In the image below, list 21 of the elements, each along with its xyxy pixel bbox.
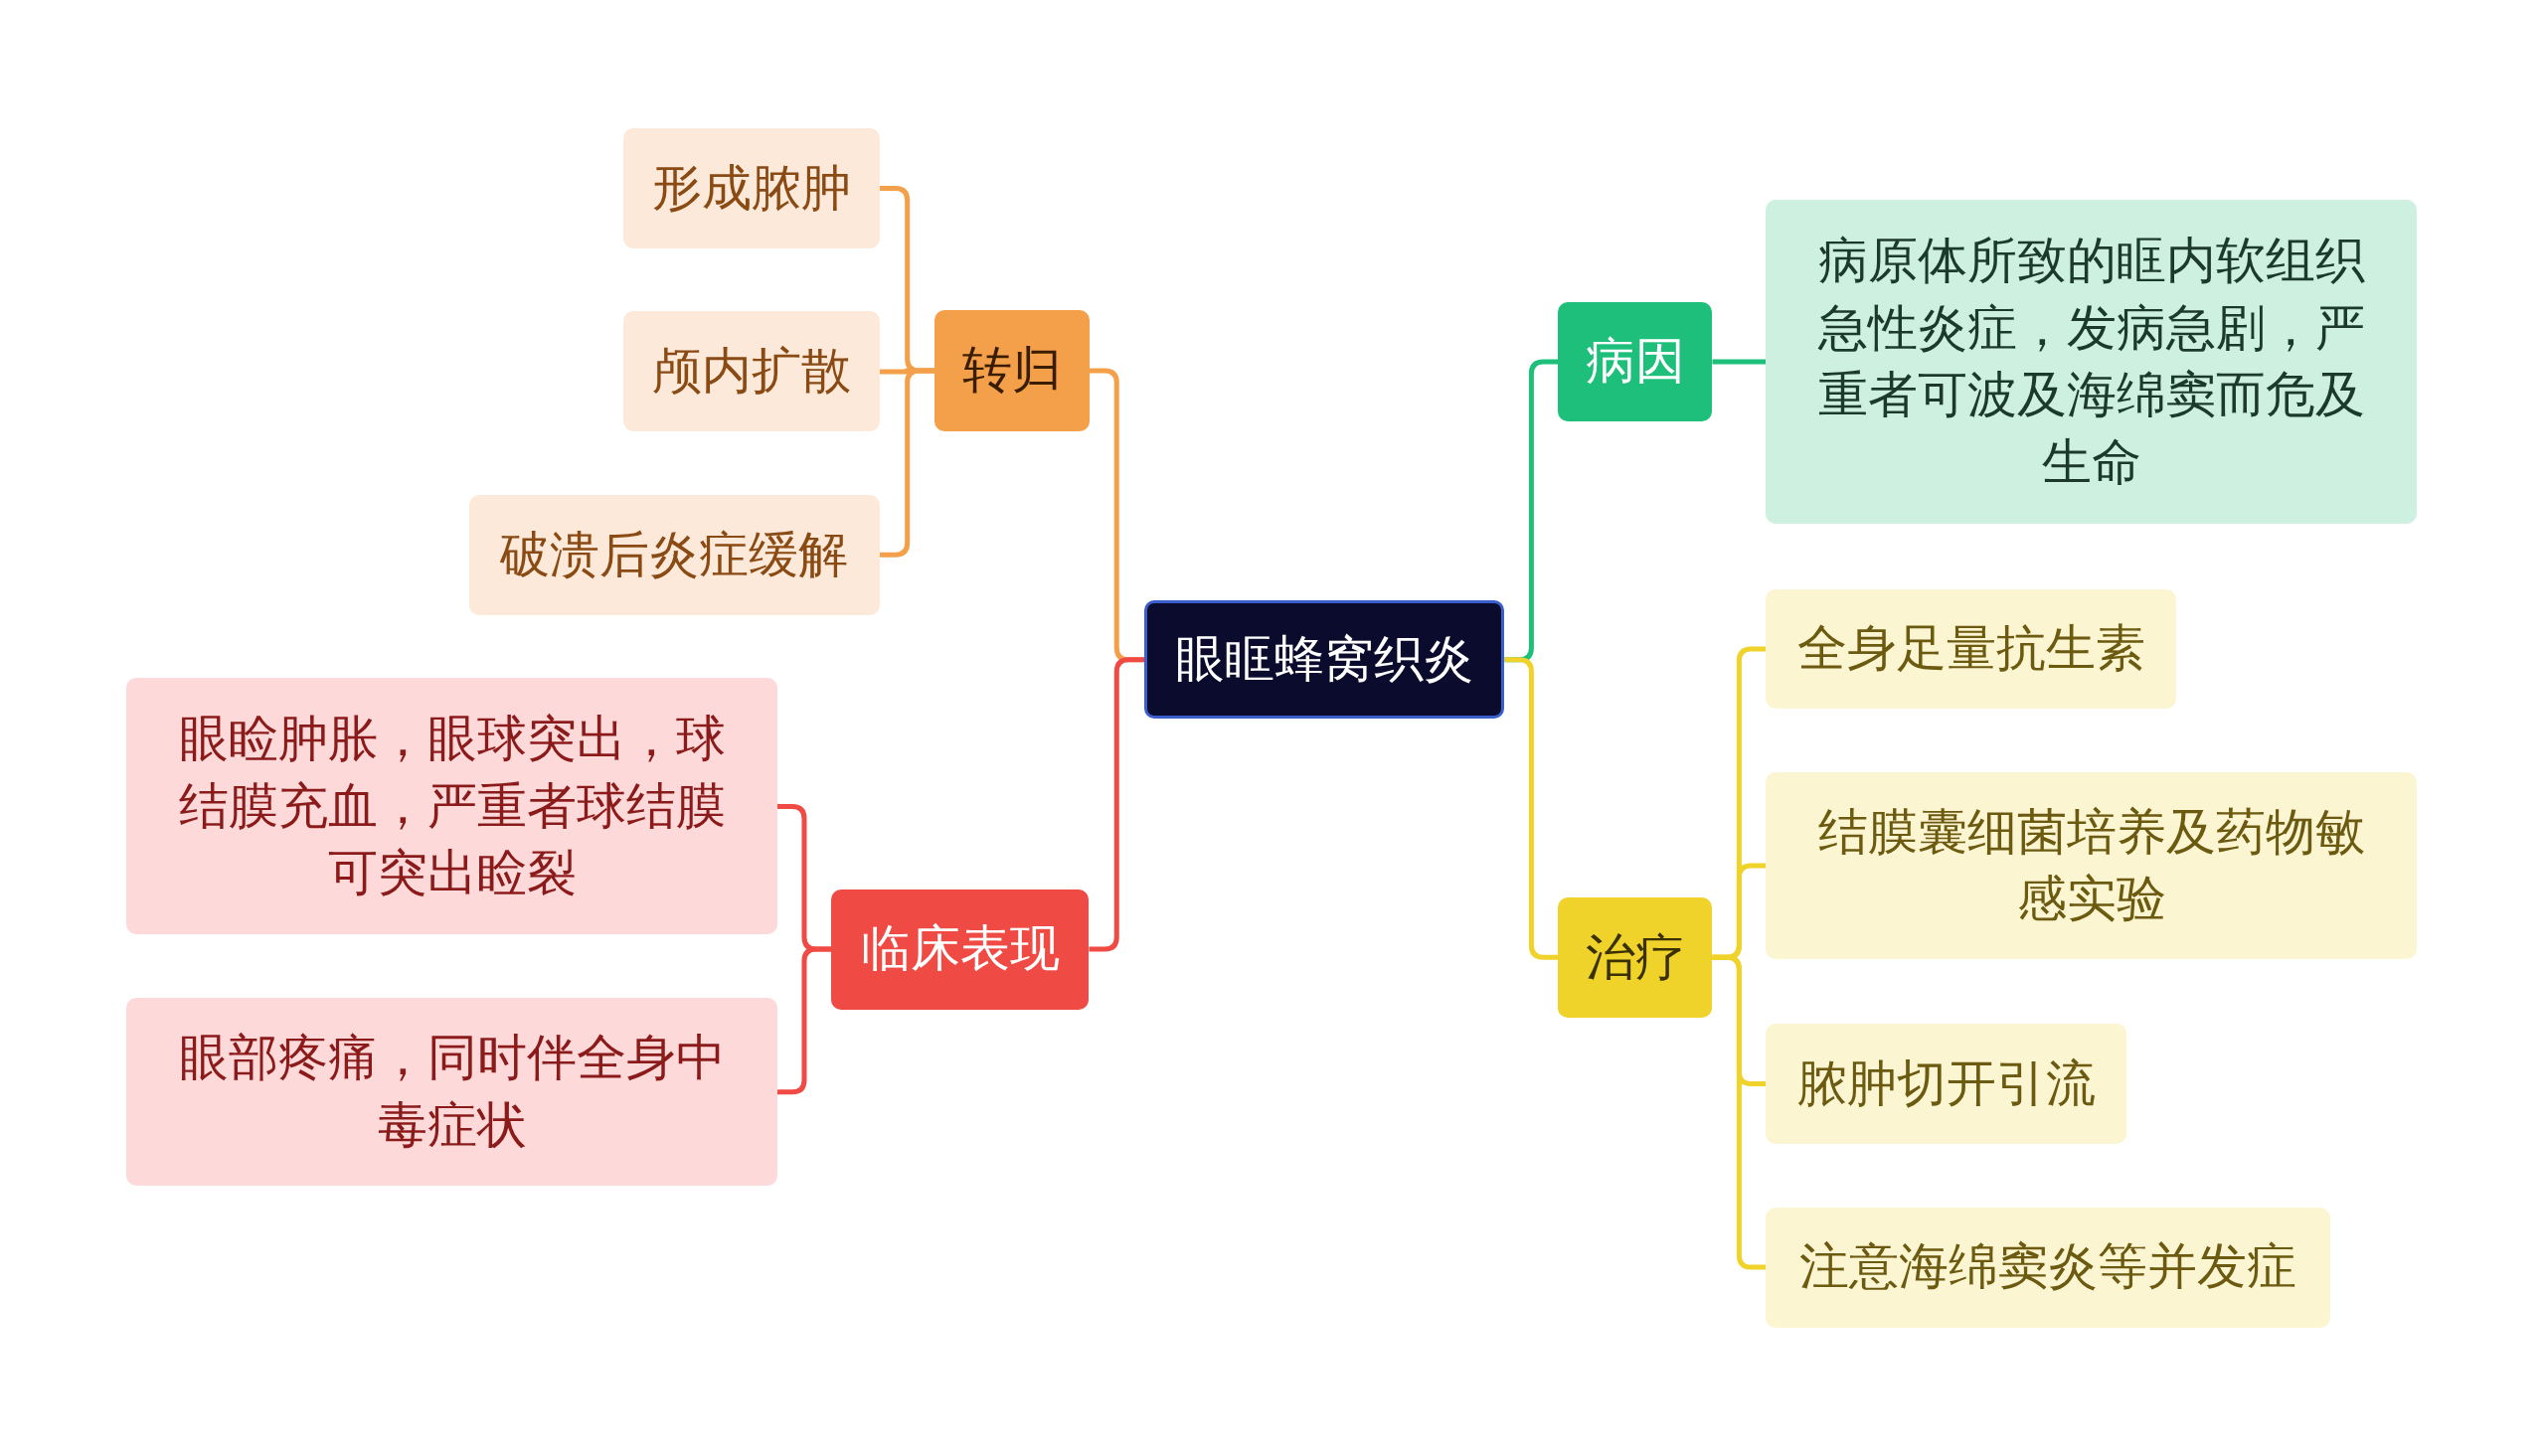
topic-box: 眼部疼痛，同时伴全身中毒症状 bbox=[126, 998, 778, 1187]
connector bbox=[1712, 954, 1767, 1270]
connector bbox=[777, 946, 831, 1095]
central-topic-box: 眼眶蜂窝织炎 bbox=[1144, 600, 1505, 720]
branch-box: 病因 bbox=[1558, 301, 1713, 422]
connector bbox=[1504, 657, 1559, 960]
connector bbox=[1089, 657, 1144, 952]
topic-box: 脓肿切开引流 bbox=[1766, 1024, 2126, 1144]
branch-box: 转归 bbox=[934, 309, 1090, 432]
topic-box: 眼睑肿胀，眼球突出，球结膜充血，严重者球结膜可突出睑裂 bbox=[126, 678, 778, 935]
topic-box: 注意海绵窦炎等并发症 bbox=[1766, 1207, 2331, 1328]
topic-box: 全身足量抗生素 bbox=[1766, 588, 2177, 710]
topic-box: 颅内扩散 bbox=[622, 311, 880, 432]
branch-box: 治疗 bbox=[1558, 896, 1713, 1018]
topic-box: 形成脓肿 bbox=[622, 127, 880, 248]
topic-box: 破溃后炎症缓解 bbox=[468, 494, 880, 615]
connector bbox=[879, 368, 935, 558]
topic-box: 结膜囊细菌培养及药物敏感实验 bbox=[1766, 772, 2417, 959]
connector bbox=[1712, 359, 1767, 365]
branch-box: 临床表现 bbox=[830, 889, 1090, 1010]
topic-box: 病原体所致的眶内软组织急性炎症，发病急剧，严重者可波及海绵窦而危及生命 bbox=[1766, 199, 2417, 525]
